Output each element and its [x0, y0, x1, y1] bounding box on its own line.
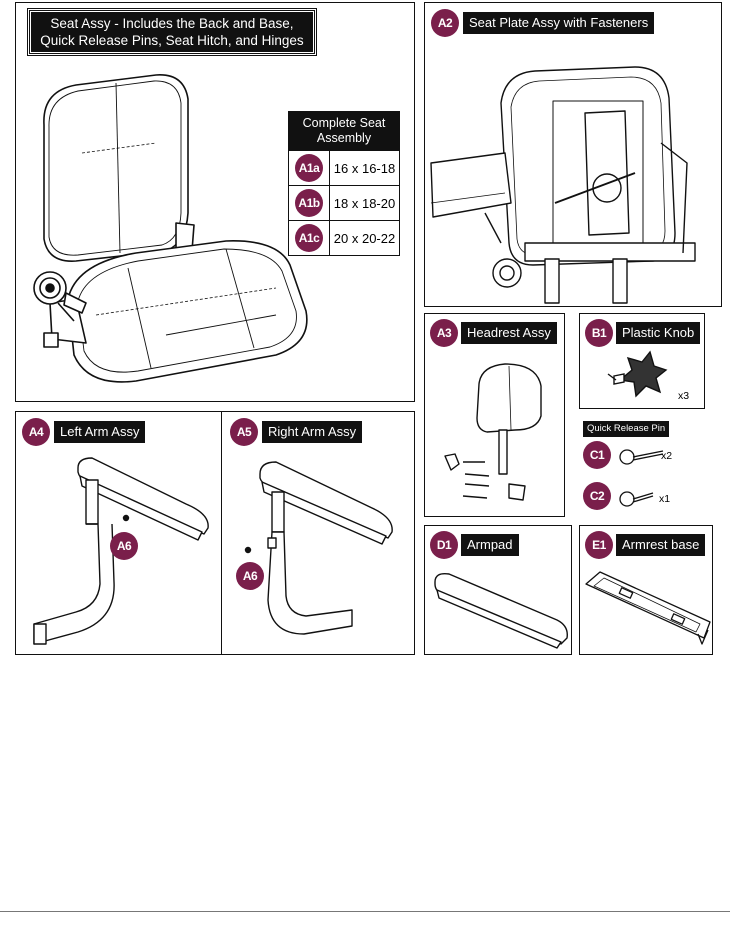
- part-badge: A5: [230, 418, 258, 446]
- part-badge: A4: [22, 418, 50, 446]
- part-badge: A3: [430, 319, 458, 347]
- part-badge: B1: [585, 319, 613, 347]
- quantity-label: x2: [661, 450, 673, 462]
- part-label: Headrest Assy: [461, 322, 557, 344]
- part-badge: A1b: [295, 189, 323, 217]
- size-value: 16 x 16-18: [333, 160, 396, 176]
- plastic-knob-illustration: [607, 350, 668, 398]
- left-arm-illustration: [33, 457, 209, 645]
- part-badge: E1: [585, 531, 613, 559]
- callout-badge: A6: [110, 532, 138, 560]
- page-bottom-rule: [0, 911, 730, 912]
- part-badge: A1c: [295, 224, 323, 252]
- part-label: Plastic Knob: [616, 322, 701, 344]
- part-badge: D1: [430, 531, 458, 559]
- armrest-base-panel: E1 Armrest base: [579, 525, 713, 655]
- part-label: Right Arm Assy: [262, 421, 363, 443]
- quick-release-pin-illustration: [619, 449, 664, 507]
- right-arm-panel: A5 Right Arm Assy A6: [221, 411, 415, 655]
- part-badge: A2: [431, 9, 459, 37]
- part-label: Left Arm Assy: [54, 421, 146, 443]
- right-arm-illustration: [244, 461, 393, 635]
- size-value: 20 x 20-22: [333, 230, 396, 246]
- table-row: A1b 18 x 18-20: [289, 185, 399, 220]
- seat-illustration: [33, 74, 308, 383]
- armrest-base-illustration: [585, 571, 711, 645]
- callout-badge: A6: [236, 562, 264, 590]
- quantity-label: x1: [659, 493, 671, 505]
- complete-seat-assembly-table: Complete Seat Assembly A1a 16 x 16-18 A1…: [288, 111, 400, 256]
- table-header: Complete Seat Assembly: [289, 112, 399, 150]
- armpad-panel: D1 Armpad: [424, 525, 572, 655]
- table-row: A1c 20 x 20-22: [289, 220, 399, 255]
- part-badge: A1a: [295, 154, 323, 182]
- seat-plate-illustration: [430, 66, 696, 304]
- part-label: Armrest base: [616, 534, 706, 556]
- part-label: Seat Plate Assy with Fasteners: [463, 12, 655, 34]
- part-badge: C2: [583, 482, 611, 510]
- part-label: Armpad: [461, 534, 519, 556]
- seat-assy-title: Seat Assy - Includes the Back and Base, …: [27, 8, 317, 56]
- seat-assy-panel: Seat Assy - Includes the Back and Base, …: [15, 2, 415, 402]
- headrest-panel: A3 Headrest Assy: [424, 313, 565, 517]
- headrest-illustration: [444, 363, 542, 501]
- quick-release-pin-panel: Quick Release Pin C1 C2 x2 x1: [579, 417, 705, 517]
- table-row: A1a 16 x 16-18: [289, 150, 399, 185]
- armpad-illustration: [434, 572, 568, 649]
- part-label: Quick Release Pin: [583, 421, 670, 437]
- part-badge: C1: [583, 441, 611, 469]
- seat-plate-panel: A2 Seat Plate Assy with Fasteners: [424, 2, 722, 307]
- size-value: 18 x 18-20: [333, 195, 396, 211]
- plastic-knob-panel: B1 Plastic Knob x3: [579, 313, 705, 409]
- quantity-label: x3: [678, 390, 690, 402]
- left-arm-panel: A4 Left Arm Assy A6: [15, 411, 222, 655]
